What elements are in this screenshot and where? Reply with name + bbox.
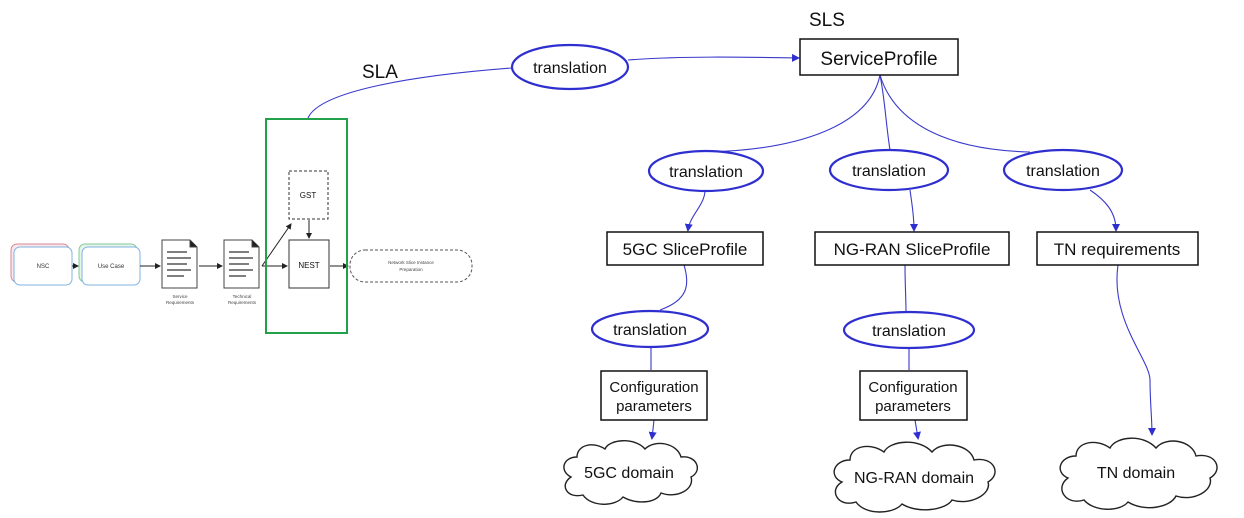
5gc-sliceprofile-label: 5GC SliceProfile [623,240,748,259]
connector-5gc-sliceprofile-to-translation2 [659,264,688,311]
ngran-config-line2: parameters [875,398,951,415]
5gc-translation2-node: translation [590,309,710,349]
connector-tn-requirements-to-domain [1116,264,1156,436]
5gc-translation2-label: translation [613,322,687,339]
connector-top-translation-to-serviceprofile [627,53,800,62]
nsi-preparation-line1: Network Slice Instance [388,260,434,265]
ngran-config-node: Configuration parameters [859,370,968,421]
tn-domain-label: TN domain [1097,465,1175,482]
connector-tn-translation-to-requirements [1089,189,1120,232]
connector-5gc-translation-to-sliceprofile [684,189,706,232]
gst-label: GST [300,191,317,200]
connector-5gc-config-to-domain [648,419,657,440]
ngran-sliceprofile-node: NG-RAN SliceProfile [814,231,1010,266]
ngran-sliceprofile-label: NG-RAN SliceProfile [834,240,991,259]
5gc-sliceprofile-node: 5GC SliceProfile [606,231,764,266]
ngran-translation-node: translation [828,148,950,192]
ngran-domain-cloud: NG-RAN domain [833,441,996,513]
connector-ngran-translation-to-sliceprofile [909,189,918,232]
service-profile-node: ServiceProfile [799,38,959,76]
technical-requirements-line1: Technical [233,294,252,299]
ngran-domain-label: NG-RAN domain [854,470,974,487]
connector-ngran-config-to-domain [913,419,921,440]
nest-highlight-box [265,118,348,334]
nsi-preparation-node: Network Slice Instance Preparation [349,249,473,283]
5gc-translation-label: translation [669,164,743,181]
technical-requirements-node: Technical Requirements [223,239,260,305]
connector-serviceprofile-to-ngran-translation [879,74,891,151]
nsc-node: NSC [10,243,73,286]
technical-requirements-line2: Requirements [228,300,257,305]
service-requirements-line2: Requirements [166,300,195,305]
5gc-config-line2: parameters [616,398,692,415]
5gc-domain-cloud: 5GC domain [563,440,699,505]
connector-ngran-sliceprofile-to-translation2 [904,264,907,313]
service-requirements-node: Service Requirements [161,239,198,305]
sla-label: SLA [362,62,398,83]
ngran-translation2-node: translation [842,310,976,350]
tn-translation-label: translation [1026,163,1100,180]
nsi-preparation-line2: Preparation [399,267,423,272]
service-requirements-line1: Service [172,294,188,299]
5gc-domain-label: 5GC domain [584,465,674,482]
tn-translation-node: translation [1002,148,1124,192]
connector-serviceprofile-to-5gc-translation [705,74,881,153]
sls-label: SLS [809,10,845,31]
nest-label: NEST [298,261,319,270]
ngran-config-line1: Configuration [868,379,957,396]
5gc-config-node: Configuration parameters [600,370,708,421]
use-case-node: Use Case [78,243,141,286]
5gc-translation-node: translation [647,149,765,193]
top-translation-node: translation [510,43,630,91]
5gc-config-line1: Configuration [609,379,698,396]
ngran-translation-label: translation [852,163,926,180]
service-profile-label: ServiceProfile [820,49,937,70]
connector-serviceprofile-to-tn-translation [879,74,1031,153]
tn-requirements-node: TN requirements [1036,231,1199,266]
nsc-label: NSC [37,264,50,270]
ngran-translation2-label: translation [872,323,946,340]
tn-domain-cloud: TN domain [1059,437,1218,510]
gst-node: GST [288,170,329,220]
use-case-label: Use Case [98,264,125,270]
tn-requirements-label: TN requirements [1054,240,1181,259]
nest-node: NEST [288,239,330,289]
top-translation-label: translation [533,60,607,77]
connector-nest-box-to-top-translation [307,67,513,119]
